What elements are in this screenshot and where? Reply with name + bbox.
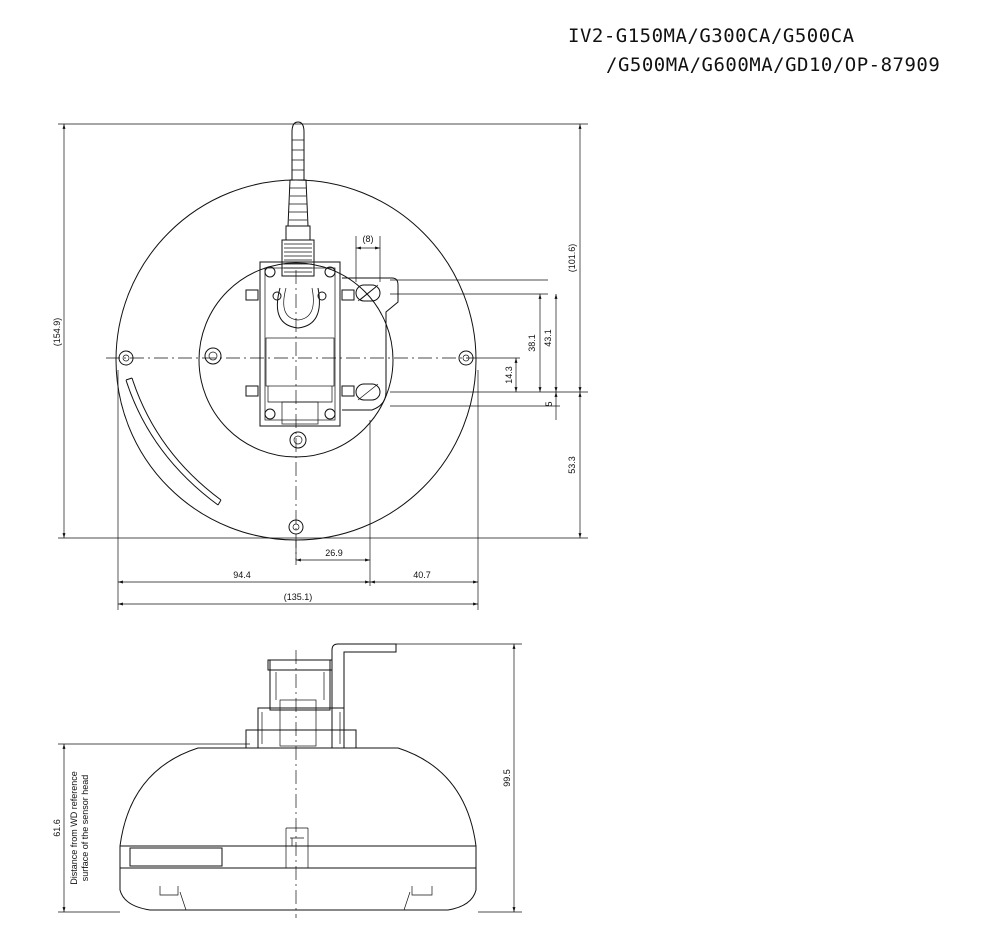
- side-label: [129, 847, 223, 867]
- dim-14-3: 14.3: [504, 366, 514, 384]
- cable: [291, 121, 305, 180]
- dome-body: [119, 747, 477, 868]
- dim-99-5: 99.5: [502, 769, 512, 787]
- top-view: (154.9) (101.6) (8) 38.1 43.1 14.3 5 53.…: [52, 121, 588, 610]
- wd-note-line1: Distance from WD reference: [69, 771, 79, 885]
- cable-bend: [276, 287, 320, 329]
- dim-43-1: 43.1: [543, 329, 553, 347]
- dim-38-1: 38.1: [527, 334, 537, 352]
- dim-overall-height: (154.9): [52, 318, 62, 347]
- side-sensor-head: [245, 659, 357, 749]
- sensor-head-inner: [264, 267, 336, 421]
- bracket-slot-lower: [355, 383, 381, 401]
- wd-note-line2: surface of the sensor head: [80, 775, 90, 882]
- screw-right: [458, 350, 474, 366]
- dim-5: 5: [544, 401, 554, 406]
- mounting-bracket: [342, 277, 399, 411]
- sensor-head-outer: [259, 261, 341, 427]
- screw-plate-bottom: [289, 431, 307, 449]
- bracket-slot-upper: [355, 284, 381, 302]
- dim-53-3: 53.3: [567, 456, 577, 474]
- side-bracket: [331, 643, 397, 748]
- side-view: 99.5 61.6 Distance from WD reference sur…: [52, 643, 522, 918]
- dim-26-9: 26.9: [325, 548, 343, 558]
- base-skirt: [119, 868, 477, 911]
- dim-61-6: 61.6: [52, 819, 62, 837]
- drawing-title-line2: /G500MA/G600MA/GD10/OP-87909: [606, 54, 941, 76]
- drawing-title-line1: IV2-G150MA/G300CA/G500CA: [568, 25, 855, 47]
- cable-connector: [281, 179, 315, 277]
- screw-left: [118, 350, 134, 366]
- dim-slot-width: (8): [363, 234, 374, 244]
- label-stripe: [125, 377, 222, 506]
- dim-40-7: 40.7: [413, 570, 431, 580]
- screw-bottom: [288, 519, 304, 535]
- head-corner-screws: [264, 266, 336, 420]
- dim-overall-width: (135.1): [284, 592, 313, 602]
- dim-94-4: 94.4: [233, 570, 251, 580]
- screw-plate-left: [204, 347, 222, 365]
- dim-upper-height: (101.6): [567, 244, 577, 273]
